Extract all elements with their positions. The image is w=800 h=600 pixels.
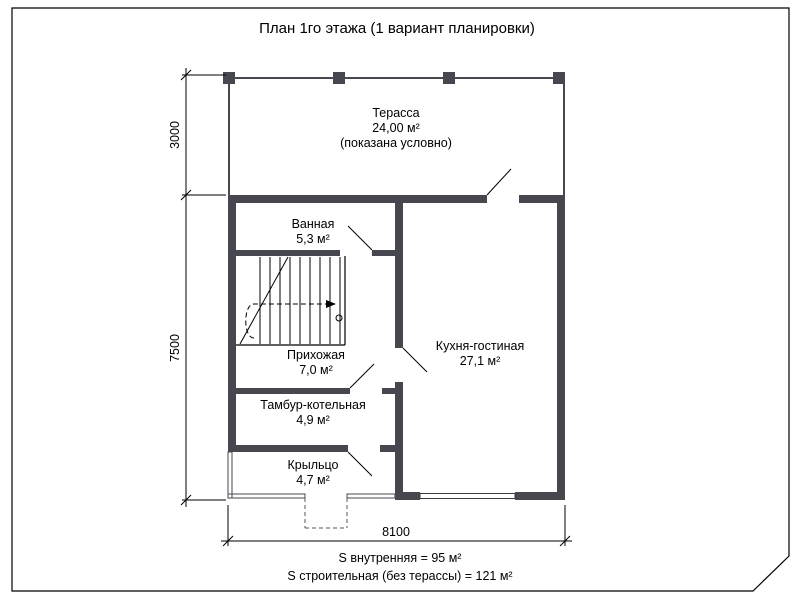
terrace-door-leaf: [486, 168, 512, 196]
porch-walls: [227, 451, 396, 499]
house-walls: [228, 195, 565, 500]
room-label-terrace-note: (показана условно): [340, 136, 452, 150]
wall-segment: [515, 492, 557, 500]
room-label-hall-area: 7,0 м²: [299, 363, 333, 377]
summary-internal-area: S внутренняя = 95 м²: [339, 551, 462, 565]
wall-segment: [403, 492, 420, 500]
wall-segment: [557, 195, 565, 500]
terrace-outline: Терасса 24,00 м² (показана условно): [223, 72, 565, 195]
entry-steps-dashed: [304, 498, 348, 529]
wall-segment: [372, 250, 395, 256]
wall-segment: [228, 445, 348, 452]
area-summary: S внутренняя = 95 м² S строительная (без…: [287, 551, 512, 583]
dimension-lines: 3000 7500 8100: [168, 68, 572, 547]
wall-segment: [395, 203, 403, 348]
room-label-hall-name: Прихожая: [287, 348, 345, 362]
stair-walk-arrow: [326, 300, 336, 308]
stair-walk-line: [245, 303, 328, 339]
kitchen-window: [419, 493, 516, 499]
wall-segment: [236, 388, 350, 394]
porch-door-leaf: [347, 451, 373, 477]
staircase: [236, 256, 346, 346]
dim-width: 8100: [382, 525, 410, 539]
room-label-bathroom-name: Ванная: [292, 217, 335, 231]
room-label-porch-name: Крыльцо: [288, 458, 339, 472]
stair-post: [335, 314, 343, 322]
sheet-frame: [11, 7, 790, 592]
summary-construction-area: S строительная (без терассы) = 121 м²: [287, 569, 512, 583]
wall-segment: [228, 195, 236, 452]
dim-terrace-depth: 3000: [168, 121, 182, 149]
room-label-boiler-name: Тамбур-котельная: [260, 398, 365, 412]
wall-segment: [236, 250, 340, 256]
room-label-kitchen-area: 27,1 м²: [460, 354, 501, 368]
stair-treads: [259, 257, 341, 344]
wall-segment: [382, 388, 395, 394]
room-label-boiler-area: 4,9 м²: [296, 413, 330, 427]
door-swings: [347, 168, 512, 477]
kitchen-door-leaf: [402, 347, 428, 373]
dim-house-depth: 7500: [168, 334, 182, 362]
room-label-terrace-area: 24,00 м²: [372, 121, 420, 135]
room-label-kitchen-name: Кухня-гостиная: [436, 339, 524, 353]
hall-boiler-door-leaf: [349, 363, 375, 389]
room-label-porch-area: 4,7 м²: [296, 473, 330, 487]
wall-segment: [395, 382, 403, 500]
page-title: План 1го этажа (1 вариант планировки): [259, 20, 535, 37]
bathroom-door-leaf: [347, 225, 373, 251]
stair-break-line: [239, 256, 289, 345]
wall-segment: [228, 195, 487, 203]
room-label-bathroom-area: 5,3 м²: [296, 232, 330, 246]
wall-segment: [519, 195, 565, 203]
wall-segment: [380, 445, 395, 452]
room-label-terrace-name: Терасса: [372, 106, 419, 120]
room-labels: Ванная 5,3 м² Прихожая 7,0 м² Тамбур-кот…: [260, 217, 524, 487]
